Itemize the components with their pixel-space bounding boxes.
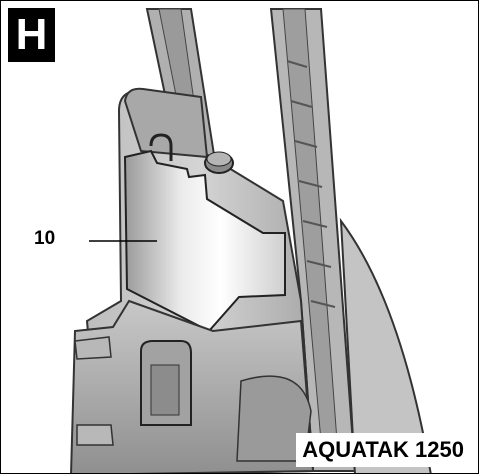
cover-plate (123, 149, 286, 333)
holder-bracket (123, 87, 209, 159)
figure-letter: H (8, 8, 55, 62)
hook (149, 133, 173, 161)
callout-number: 10 (34, 228, 56, 249)
model-name: AQUATAK 1250 (296, 433, 470, 467)
